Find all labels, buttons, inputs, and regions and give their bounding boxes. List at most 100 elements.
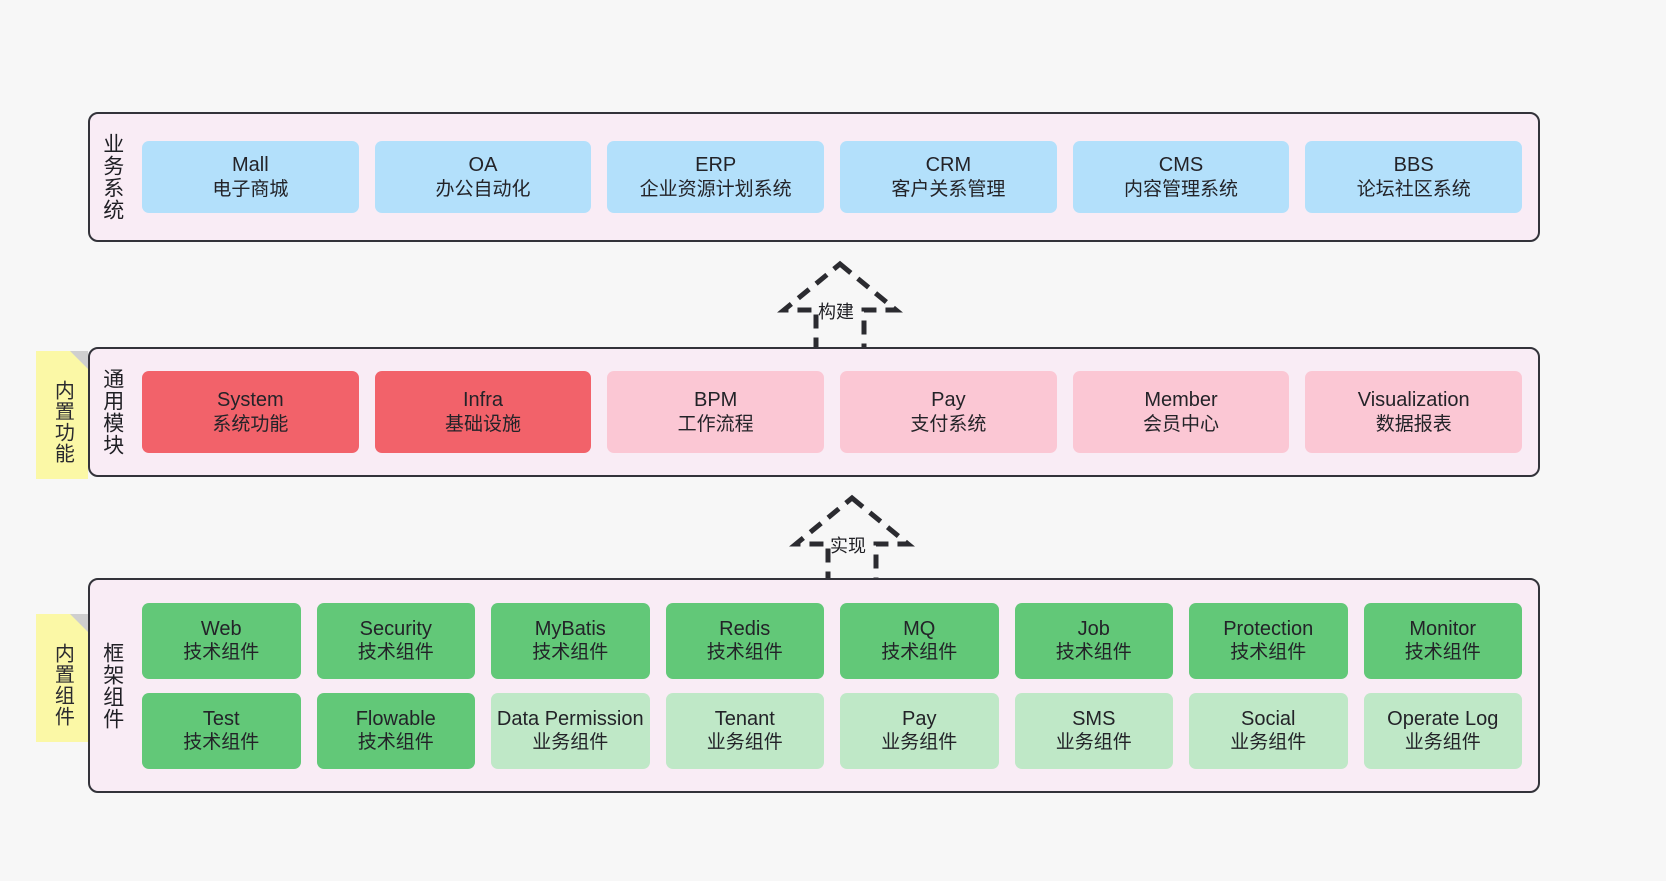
card-row: Mall 电子商城 OA 办公自动化 ERP 企业资源计划系统 CRM 客户关系… [134,141,1530,213]
card-cms[interactable]: CMS 内容管理系统 [1072,141,1290,213]
card-tenant[interactable]: Tenant 业务组件 [665,692,824,769]
card-title: Flowable [355,707,436,730]
card-subtitle: 业务组件 [706,732,783,754]
card-bbs[interactable]: BBS 论坛社区系统 [1305,141,1523,213]
layer-business-system: 业务系统 Mall 电子商城 OA 办公自动化 ERP 企业资源计划系统 CRM… [88,112,1540,242]
layer-body-business-system: Mall 电子商城 OA 办公自动化 ERP 企业资源计划系统 CRM 客户关系… [134,114,1538,240]
card-title: Web [200,617,242,640]
note-builtin-feature[interactable]: 内置功能 [36,351,88,479]
card-subtitle: 业务组件 [1404,732,1481,754]
card-subtitle: 业务组件 [881,732,958,754]
card-mq[interactable]: MQ 技术组件 [840,602,999,679]
card-infra[interactable]: Infra 基础设施 [374,371,592,453]
card-title: CMS [1158,154,1204,177]
card-test[interactable]: Test 技术组件 [142,692,301,769]
card-subtitle: 企业资源计划系统 [639,178,792,200]
note-builtin-component[interactable]: 内置组件 [36,614,88,742]
card-member[interactable]: Member 会员中心 [1072,371,1290,453]
card-bpm[interactable]: BPM 工作流程 [607,371,825,453]
card-erp[interactable]: ERP 企业资源计划系统 [607,141,825,213]
card-title: Data Permission [496,707,644,730]
card-subtitle: 客户关系管理 [891,178,1006,200]
card-pay-component[interactable]: Pay 业务组件 [840,692,999,769]
card-title: System [216,389,284,412]
card-subtitle: 工作流程 [677,413,754,435]
card-title: ERP [695,154,737,177]
layer-framework-components: 框架组件 Web 技术组件 Security 技术组件 MyBatis 技术组件… [88,578,1540,793]
card-title: Monitor [1409,617,1477,640]
card-subtitle: 技术组件 [357,732,434,754]
card-title: Pay [902,707,937,730]
card-system[interactable]: System 系统功能 [142,371,359,453]
card-subtitle: 业务组件 [1055,732,1132,754]
card-title: BPM [694,389,738,412]
card-title: Operate Log [1387,707,1499,730]
card-subtitle: 技术组件 [183,642,260,664]
card-subtitle: 系统功能 [212,413,289,435]
card-web[interactable]: Web 技术组件 [142,602,301,679]
card-title: Protection [1223,617,1314,640]
card-title: Redis [719,617,771,640]
card-subtitle: 技术组件 [1230,642,1307,664]
card-subtitle: 电子商城 [212,178,289,200]
layer-title-common-modules: 通用模块 [100,368,124,456]
card-subtitle: 办公自动化 [435,178,531,200]
card-mybatis[interactable]: MyBatis 技术组件 [491,602,650,679]
card-title: BBS [1393,154,1434,177]
card-redis[interactable]: Redis 技术组件 [665,602,824,679]
card-title: Pay [931,389,966,412]
card-subtitle: 技术组件 [183,732,260,754]
card-security[interactable]: Security 技术组件 [316,602,475,679]
card-subtitle: 技术组件 [1055,642,1132,664]
card-title: Infra [462,389,504,412]
card-pay-module[interactable]: Pay 支付系统 [840,371,1057,453]
card-title: Security [359,617,432,640]
card-subtitle: 技术组件 [881,642,958,664]
card-flowable[interactable]: Flowable 技术组件 [316,692,475,769]
card-subtitle: 技术组件 [357,642,434,664]
layer-body-framework-components: Web 技术组件 Security 技术组件 MyBatis 技术组件 Redi… [134,580,1538,791]
card-operate-log[interactable]: Operate Log 业务组件 [1363,692,1522,769]
card-title: CRM [925,154,972,177]
card-oa[interactable]: OA 办公自动化 [374,141,592,213]
card-subtitle: 支付系统 [910,413,987,435]
layer-body-common-modules: System 系统功能 Infra 基础设施 BPM 工作流程 Pay 支付系统… [134,349,1538,475]
generalization-arrow-icon [789,494,915,592]
card-subtitle: 基础设施 [445,413,522,435]
layer-common-modules: 通用模块 System 系统功能 Infra 基础设施 BPM 工作流程 Pay… [88,347,1540,477]
connector-label-build: 构建 [818,302,854,322]
card-title: Member [1144,389,1218,412]
card-title: Tenant [714,707,775,730]
card-subtitle: 业务组件 [1230,732,1307,754]
card-title: Job [1077,617,1110,640]
card-social[interactable]: Social 业务组件 [1189,692,1348,769]
connector-realize: 实现 [772,492,932,592]
card-subtitle: 业务组件 [532,732,609,754]
card-protection[interactable]: Protection 技术组件 [1189,602,1348,679]
card-subtitle: 会员中心 [1143,413,1220,435]
card-subtitle: 数据报表 [1375,413,1452,435]
card-title: MyBatis [534,617,606,640]
card-title: MQ [903,617,936,640]
card-title: Test [202,707,240,730]
card-data-permission[interactable]: Data Permission 业务组件 [491,692,650,769]
connector-build: 构建 [760,258,920,358]
card-row: System 系统功能 Infra 基础设施 BPM 工作流程 Pay 支付系统… [134,371,1530,453]
card-subtitle: 技术组件 [706,642,783,664]
card-title: SMS [1072,707,1116,730]
card-sms[interactable]: SMS 业务组件 [1014,692,1173,769]
card-subtitle: 技术组件 [532,642,609,664]
card-mall[interactable]: Mall 电子商城 [142,141,359,213]
card-job[interactable]: Job 技术组件 [1014,602,1173,679]
card-subtitle: 内容管理系统 [1124,178,1239,200]
card-subtitle: 论坛社区系统 [1356,178,1471,200]
card-visualization[interactable]: Visualization 数据报表 [1305,371,1523,453]
card-title: OA [468,154,498,177]
card-row: Test 技术组件 Flowable 技术组件 Data Permission … [134,692,1530,769]
card-crm[interactable]: CRM 客户关系管理 [840,141,1057,213]
layer-title-framework-components: 框架组件 [100,641,124,730]
card-monitor[interactable]: Monitor 技术组件 [1363,602,1522,679]
card-row: Web 技术组件 Security 技术组件 MyBatis 技术组件 Redi… [134,602,1530,679]
card-title: Mall [232,154,269,177]
layer-title-business-system: 业务系统 [100,133,124,221]
